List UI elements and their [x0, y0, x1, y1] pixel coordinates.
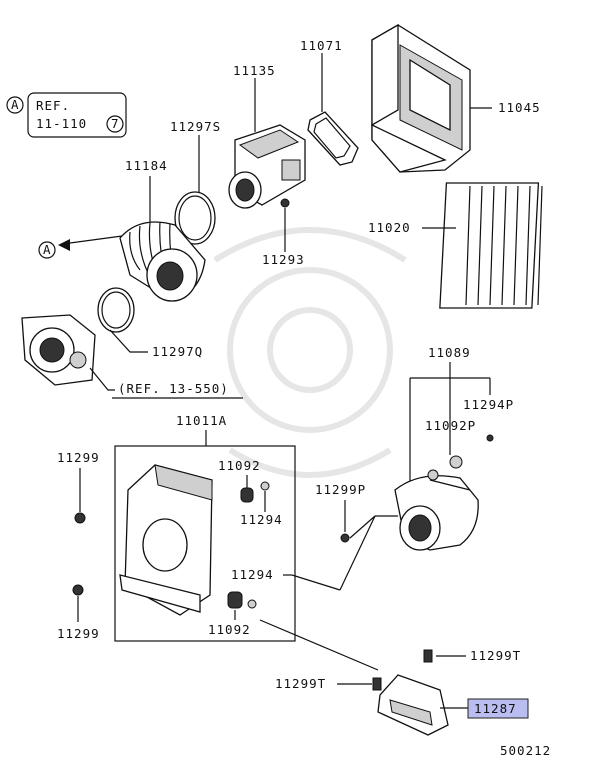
callout-a: A	[38, 239, 70, 259]
label-11020: 11020	[368, 220, 411, 235]
ref-box: A REF. 11-110 7	[6, 92, 127, 138]
gasket: 11071	[300, 38, 359, 166]
label-ref-13-550: (REF. 13-550)	[118, 381, 229, 396]
label-11299-top: 11299	[57, 450, 100, 465]
label-11071: 11071	[300, 38, 343, 53]
diagram-code: 500212	[500, 743, 551, 758]
label-11045: 11045	[498, 100, 541, 115]
air-cleaner-case: 11045	[371, 23, 541, 173]
label-11299p: 11299P	[315, 482, 366, 497]
bolt-11299t-right: 11299T	[423, 648, 521, 663]
parts-11092-11294-top: 11092 11294	[218, 458, 283, 527]
label-11092p: 11092P	[425, 418, 476, 433]
label-11092-top: 11092	[218, 458, 261, 473]
callout-a-label: A	[43, 242, 52, 257]
throttle-body: (REF. 13-550)	[21, 314, 243, 399]
label-11299-bot: 11299	[57, 626, 100, 641]
label-11299t-left: 11299T	[275, 676, 326, 691]
part-11287-highlight[interactable]	[467, 698, 529, 719]
clamp-11297q: 11297Q	[97, 287, 203, 359]
label-11293: 11293	[262, 252, 305, 267]
bolt-11299t-left: 11299T	[275, 676, 382, 691]
label-11092-bot: 11092	[208, 622, 251, 637]
parts-11092-bot: 11092	[208, 591, 251, 637]
label-11297s: 11297S	[170, 119, 221, 134]
intake-hose: 11184	[69, 158, 206, 302]
bracket-group-11011a: 11011A	[114, 413, 296, 642]
parts-11294-mid: 11294	[231, 515, 376, 609]
clamp-11297s: 11297S	[170, 119, 221, 245]
bracket-11287: 11287	[259, 619, 529, 736]
label-11135: 11135	[233, 63, 276, 78]
label-11299t-right: 11299T	[470, 648, 521, 663]
ref-line1-label: REF.	[36, 98, 70, 113]
ref-circled-label: 7	[111, 116, 120, 131]
bolt-11299-top: 11299	[57, 450, 100, 524]
label-11089: 11089	[428, 345, 471, 360]
watermark-emblem	[213, 227, 407, 478]
bolt-11299-bot: 11299	[57, 584, 100, 641]
group-11089: 11089 11294P 11092P	[409, 345, 514, 490]
air-flow-sensor: 11135	[228, 63, 306, 209]
resonator-duct	[394, 469, 479, 551]
air-filter: 11020	[368, 182, 543, 309]
ref-line2-label: 11-110	[36, 116, 87, 131]
bolt-11293: 11293	[262, 198, 305, 267]
ref-marker-label: A	[11, 97, 20, 112]
label-11294p: 11294P	[463, 397, 514, 412]
label-11297q: 11297Q	[152, 344, 203, 359]
label-11294-mid: 11294	[231, 567, 274, 582]
label-11287[interactable]: 11287	[474, 701, 517, 716]
bolt-11299p: 11299P	[315, 482, 398, 543]
label-11011a: 11011A	[176, 413, 227, 428]
label-11294-top: 11294	[240, 512, 283, 527]
label-11184: 11184	[125, 158, 168, 173]
